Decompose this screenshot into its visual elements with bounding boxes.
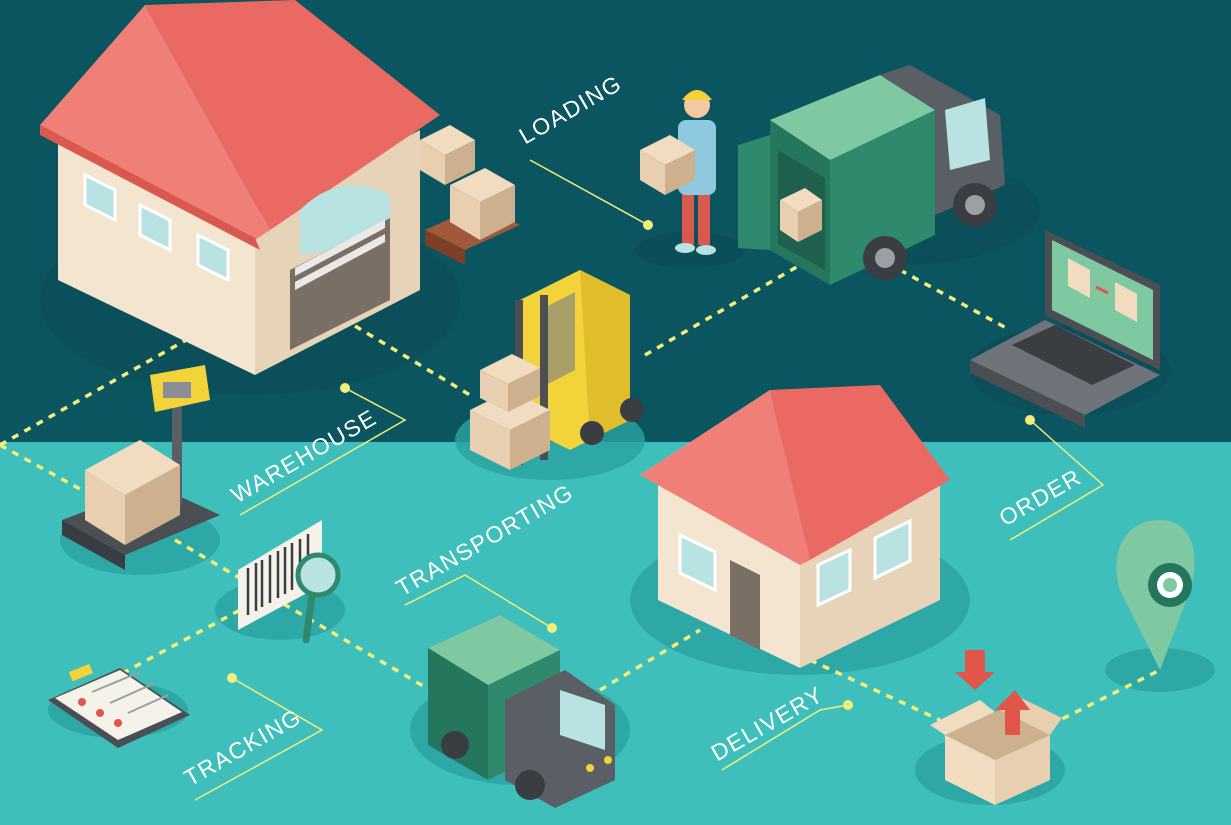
delivery-box: [930, 650, 1062, 805]
transport-truck: [428, 615, 615, 808]
warehouse-building: [40, 0, 440, 375]
location-pin-icon: [1116, 520, 1195, 670]
leader-dots: [227, 220, 1035, 710]
dotted-connectors: [0, 263, 1161, 727]
loading-truck: [738, 65, 1005, 285]
loading-worker: [640, 90, 716, 255]
laptop: [970, 230, 1160, 428]
barcode-scan: [238, 520, 341, 644]
forklift: [470, 270, 644, 470]
delivery-house: [640, 385, 950, 668]
leader-lines: [194, 159, 1105, 801]
pallet-boxes: [420, 125, 520, 265]
clipboard: [48, 663, 190, 748]
weighing-scale: [62, 365, 220, 570]
